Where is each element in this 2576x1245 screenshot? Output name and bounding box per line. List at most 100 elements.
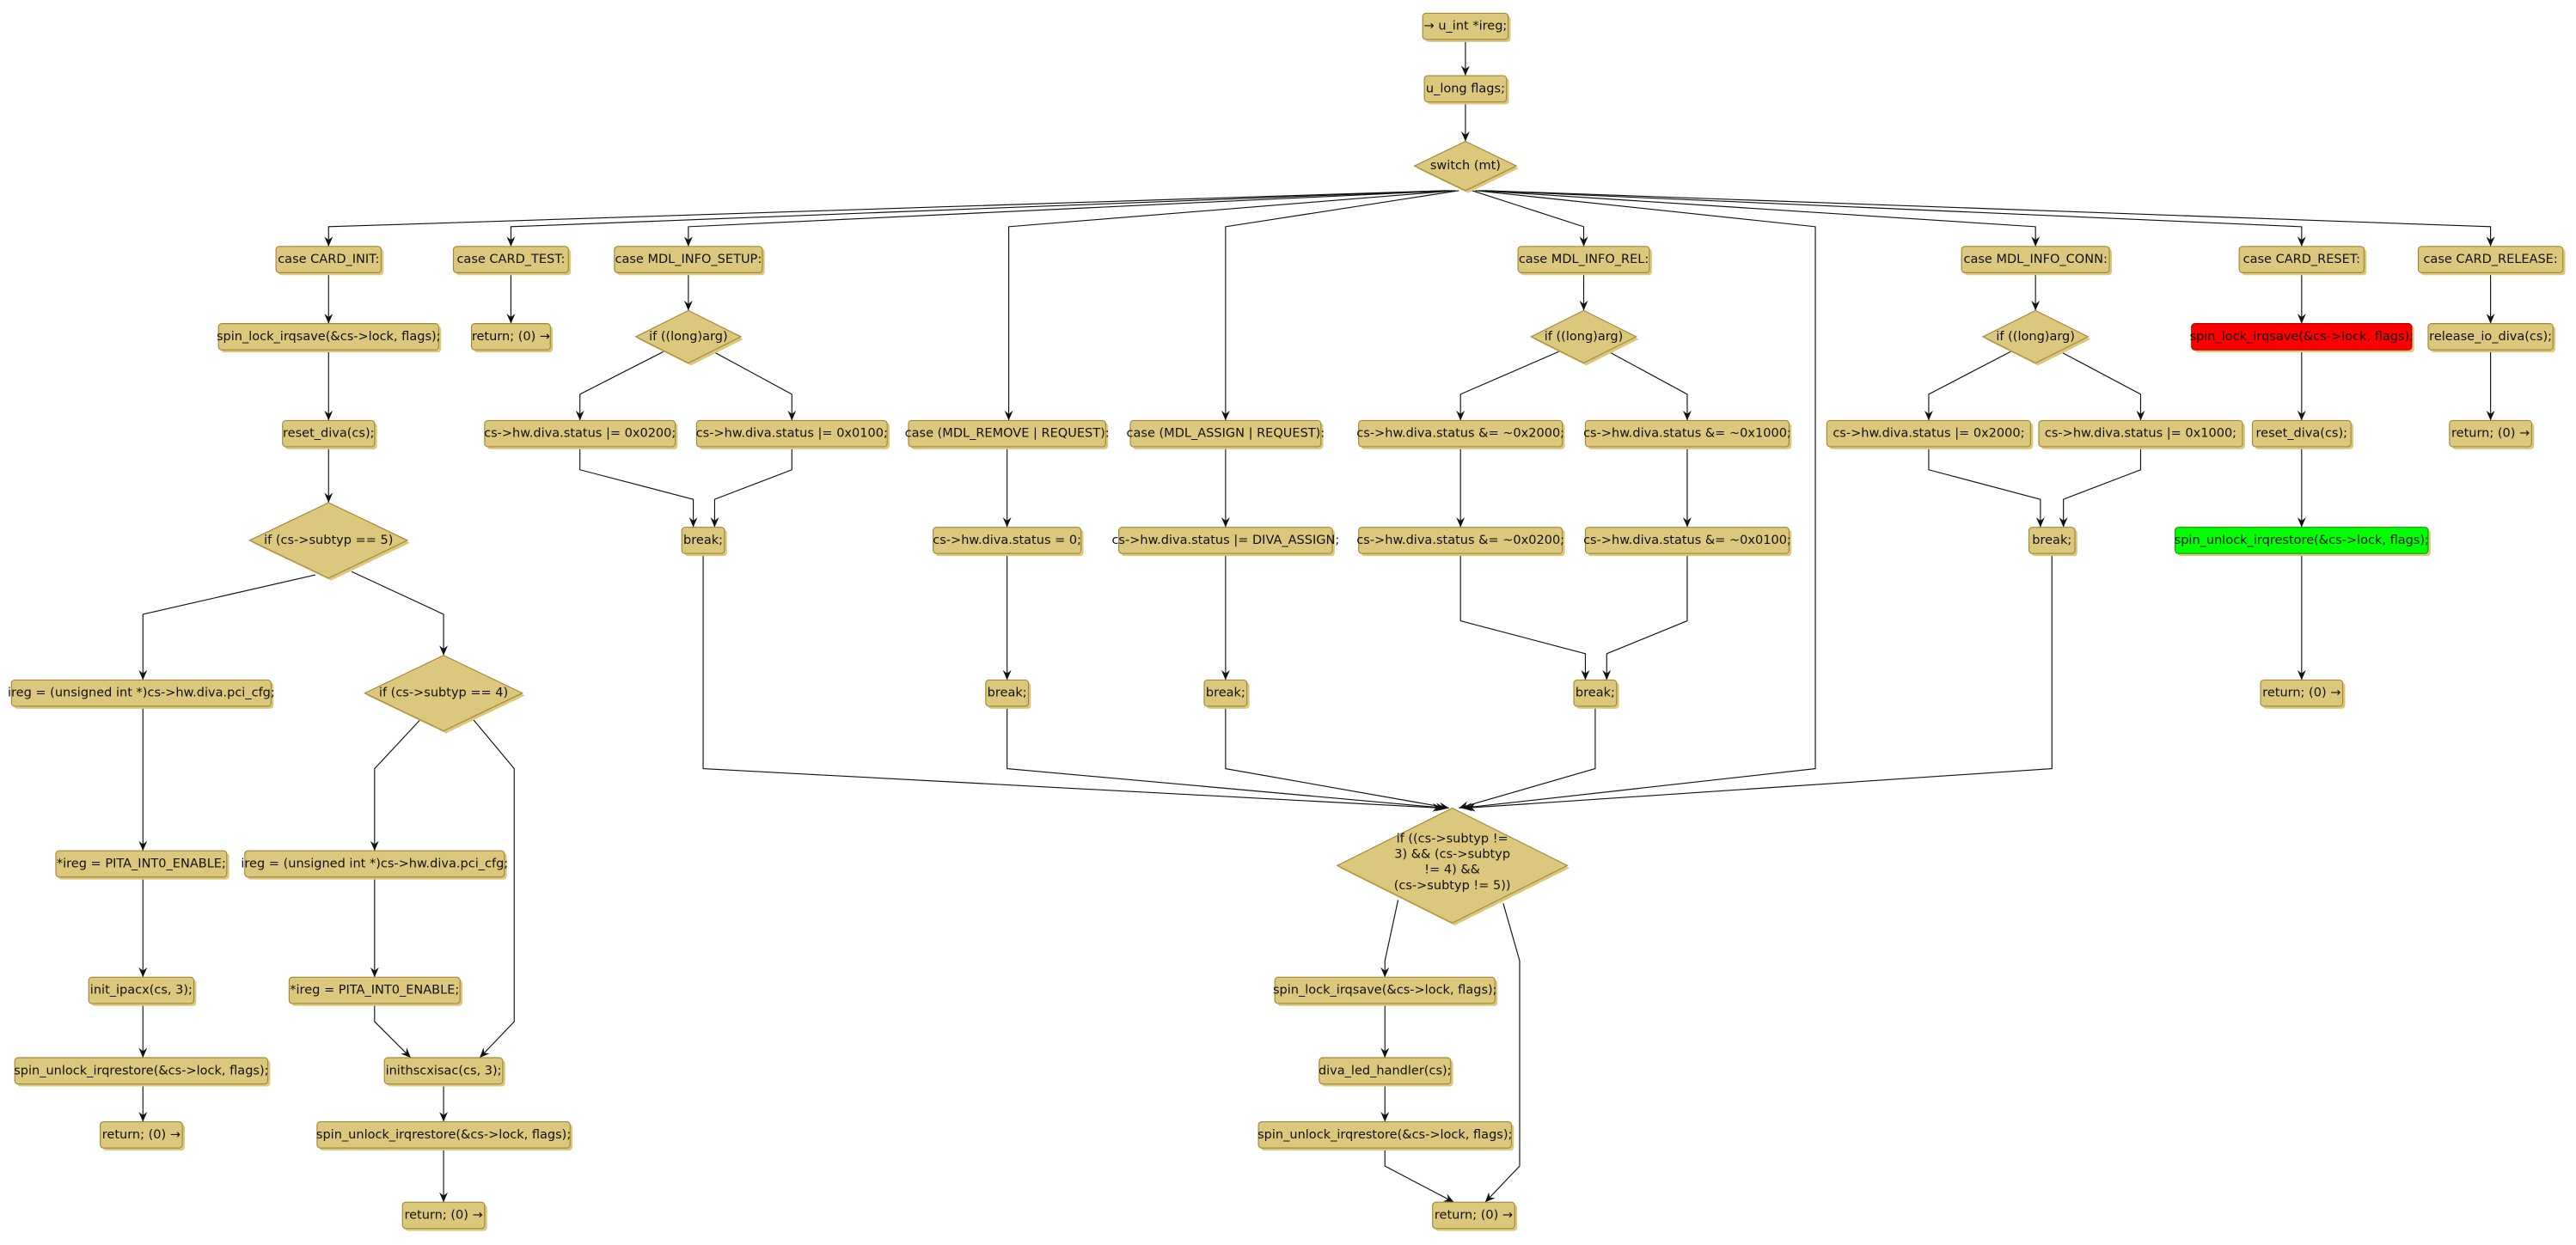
flow-edge <box>1606 553 1688 680</box>
action-shape <box>484 419 676 448</box>
node-init4-hscx: inithscxisac(cs, 3); <box>383 1057 505 1087</box>
node-label: spin_unlock_irqrestore(&cs->lock, flags)… <box>1257 1128 1512 1142</box>
node-label: case MDL_INFO_REL: <box>1519 253 1649 266</box>
node-label: break; <box>2032 534 2071 547</box>
arrowhead-icon <box>1682 410 1692 421</box>
node-reset-reset: reset_diva(cs); <box>2251 419 2354 449</box>
nodes: → u_int *ireg;u_long flags;switch (mt)ca… <box>8 12 2566 1231</box>
action-shape <box>1118 527 1333 554</box>
node-setup-0100: cs->hw.diva.status |= 0x0100; <box>696 419 890 449</box>
arrowhead-icon <box>1435 803 1446 812</box>
action-shape <box>2175 527 2429 554</box>
edges <box>138 39 2495 1203</box>
node-init5-enable: *ireg = PITA_INT0_ENABLE; <box>55 850 229 880</box>
flow-edge <box>374 718 421 851</box>
arrowhead-icon <box>1924 410 1933 421</box>
node-init4-ireg: ireg = (unsigned int *)cs->hw.diva.pci_c… <box>241 850 508 880</box>
action-shape <box>2449 419 2532 448</box>
action-shape <box>288 976 461 1004</box>
node-conn-if: if ((long)arg) <box>1981 309 2091 366</box>
action-shape <box>383 1057 504 1085</box>
node-case-mdl-info-setup: case MDL_INFO_SETUP: <box>614 246 765 276</box>
arrowhead-icon <box>1380 1112 1390 1122</box>
action-shape <box>681 527 725 554</box>
action-shape <box>985 679 1030 707</box>
action-shape <box>1573 679 1618 707</box>
arrowhead-icon <box>1579 300 1588 311</box>
flow-edge <box>1384 900 1399 978</box>
flow-edge <box>579 446 694 528</box>
action-shape <box>316 1120 571 1149</box>
arrowhead-icon <box>1682 517 1692 528</box>
flow-edge <box>1484 190 2492 247</box>
action-shape <box>933 527 1082 554</box>
node-setup-break: break; <box>681 527 727 557</box>
node-label: if (cs->subtyp == 4) <box>379 687 508 700</box>
node-label: cs->hw.diva.status = 0; <box>933 534 1081 547</box>
flow-edge <box>2063 446 2142 528</box>
action-shape <box>1826 419 2032 448</box>
arrowhead-icon <box>2136 410 2145 421</box>
node-init4-unlock: spin_unlock_irqrestore(&cs->lock, flags)… <box>316 1120 573 1150</box>
arrowhead-icon <box>2031 300 2041 311</box>
action-shape <box>1517 246 1650 273</box>
arrowhead-icon <box>2297 410 2306 421</box>
action-shape <box>1319 1057 1452 1085</box>
node-label: cs->hw.diva.status |= DIVA_ASSIGN; <box>1111 534 1339 547</box>
flow-edge <box>1007 705 1447 809</box>
arrowhead-icon <box>506 314 516 324</box>
node-label: 3) && (cs->subtyp <box>1394 847 1510 861</box>
arrowhead-icon <box>1460 131 1470 142</box>
node-label: return; (0) → <box>102 1128 181 1142</box>
flow-edge <box>473 718 515 1059</box>
node-case-card-release: case CARD_RELEASE: <box>2417 246 2566 276</box>
node-label: spin_lock_irqsave(&cs->lock, flags); <box>1273 984 1497 998</box>
action-shape <box>1358 419 1563 448</box>
arrowhead-icon <box>2486 314 2495 324</box>
action-shape <box>244 850 505 878</box>
action-shape <box>2238 246 2365 273</box>
action-shape <box>2038 419 2243 448</box>
action-shape <box>2260 679 2344 707</box>
action-shape <box>100 1120 183 1149</box>
node-init4-return: return; (0) → <box>401 1201 487 1231</box>
arrowhead-icon <box>138 840 148 851</box>
node-label: case CARD_TEST: <box>456 253 565 266</box>
node-label: case MDL_INFO_SETUP: <box>615 253 762 266</box>
arrowhead-icon <box>439 1192 449 1203</box>
flow-edge <box>702 553 1443 809</box>
node-init5-ireg: ireg = (unsigned int *)cs->hw.diva.pci_c… <box>8 679 275 709</box>
node-label: inithscxisac(cs, 3); <box>386 1064 502 1077</box>
arrowhead-icon <box>683 300 693 311</box>
decision-shape <box>1981 309 2090 364</box>
node-label: cs->hw.diva.status |= 0x0100; <box>696 427 888 441</box>
arrowhead-icon <box>138 1047 148 1059</box>
node-rel-1000: cs->hw.diva.status &= ~0x1000; <box>1583 419 1792 449</box>
arrowhead-icon <box>1438 802 1449 811</box>
node-assign-status: cs->hw.diva.status |= DIVA_ASSIGN; <box>1111 527 1339 557</box>
node-label: spin_unlock_irqrestore(&cs->lock, flags)… <box>2175 534 2429 547</box>
node-case-card-init: case CARD_INIT: <box>275 246 384 276</box>
arrowhead-icon <box>1602 669 1612 680</box>
node-case-card-test: case CARD_TEST: <box>452 246 572 276</box>
flow-edge <box>1384 1148 1454 1203</box>
node-label: *ireg = PITA_INT0_ENABLE; <box>57 857 226 870</box>
flow-edge <box>688 190 1453 247</box>
action-shape <box>55 850 228 878</box>
arrowhead-icon <box>683 236 693 247</box>
node-label: case CARD_RESET: <box>2243 253 2360 266</box>
arrowhead-icon <box>324 492 333 503</box>
action-shape <box>614 246 763 273</box>
action-shape <box>14 1057 269 1085</box>
flow-edge <box>1928 351 2011 421</box>
flow-edge <box>351 571 444 656</box>
node-init5-ipacx: init_ipacx(cs, 3); <box>88 976 197 1006</box>
action-shape <box>908 419 1106 448</box>
node-rel-2000: cs->hw.diva.status &= ~0x2000; <box>1356 419 1565 449</box>
node-label: return; (0) → <box>404 1208 482 1222</box>
node-assign-break: break; <box>1203 679 1250 709</box>
node-label: break; <box>988 687 1027 700</box>
action-shape <box>470 323 551 351</box>
node-start: → u_int *ireg; <box>1422 12 1511 42</box>
